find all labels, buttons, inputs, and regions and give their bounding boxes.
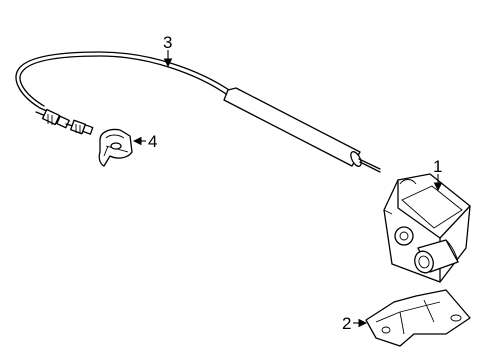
callout-3: 3 [163, 33, 172, 68]
callout-4: 4 [132, 132, 157, 151]
callout-1: 1 [433, 157, 442, 192]
callout-label-2: 2 [342, 314, 351, 333]
cable-assembly [15, 51, 381, 173]
mounting-bracket [365, 289, 471, 347]
callout-label-1: 1 [433, 157, 442, 176]
callout-label-4: 4 [148, 132, 157, 151]
callout-label-3: 3 [163, 33, 172, 52]
callout-2: 2 [342, 314, 368, 333]
cable-clip [98, 128, 133, 167]
actuator-module [383, 173, 471, 283]
